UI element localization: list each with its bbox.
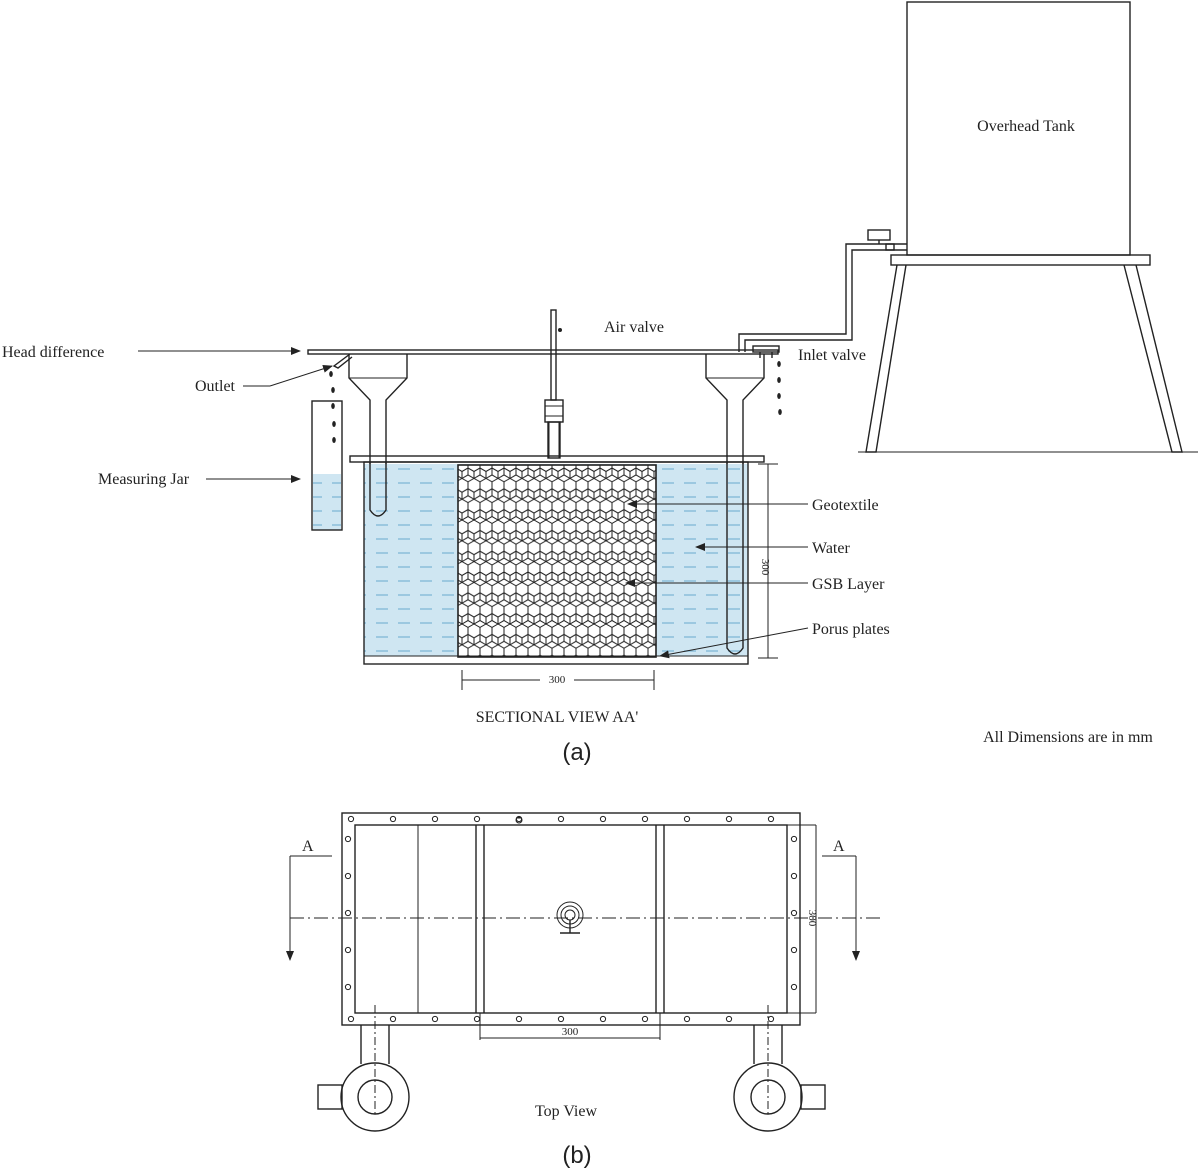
gsb-layer-label: GSB Layer [812,576,885,593]
bolt-holes [344,815,798,1023]
bolt-hole [389,1015,397,1023]
bolt-hole [473,815,481,823]
top-width-dimension [479,1013,661,1040]
bolt-hole [557,815,565,823]
bolt-hole [473,1015,481,1023]
bolt-hole [683,1015,691,1023]
test-box [349,422,765,665]
bolt-hole [767,815,775,823]
section-a-left: A [302,838,314,855]
geotextile-label: Geotextile [812,497,879,514]
bolt-hole [599,815,607,823]
section-height-value: 300 [759,559,771,576]
bolt-hole [347,815,355,823]
inlet-valve [752,345,782,415]
bolt-hole [767,1015,775,1023]
overhead-tank [858,1,1198,453]
measuring-jar [311,400,343,531]
bolt-hole [790,909,798,917]
top-marker [515,816,523,824]
air-valve-label: Air valve [604,319,664,336]
bolt-hole [389,815,397,823]
bolt-hole [344,983,352,991]
top-view-box [290,812,880,1026]
bolt-hole [344,909,352,917]
overhead-tank-label: Overhead Tank [977,118,1075,135]
bolt-hole [344,872,352,880]
caption-a: (a) [562,739,591,766]
top-air-valve [556,901,584,934]
bolt-hole [725,815,733,823]
leader-lines [138,347,809,659]
bolt-hole [344,946,352,954]
porus-plates-label: Porus plates [812,621,890,638]
all-dimensions-note: All Dimensions are in mm [983,729,1153,746]
bolt-hole [725,1015,733,1023]
bolt-hole [790,983,798,991]
top-view-title: Top View [535,1103,598,1120]
caption-b: (b) [562,1142,591,1169]
section-height-dimension [758,463,778,659]
head-difference-label: Head difference [2,344,104,361]
section-arrows [286,855,860,961]
bolt-hole [683,815,691,823]
bolt-hole [347,1015,355,1023]
water-label: Water [812,540,850,557]
top-left-funnel [317,1005,410,1132]
top-width-value: 300 [562,1026,579,1038]
bolt-hole [431,1015,439,1023]
head-plate [307,349,779,355]
sectional-view-title: SECTIONAL VIEW AA' [476,709,639,726]
section-width-value: 300 [549,674,566,686]
bolt-hole [344,835,352,843]
measuring-jar-label: Measuring Jar [98,471,190,488]
bolt-hole [790,872,798,880]
top-height-value: 300 [806,910,818,927]
bolt-hole [790,946,798,954]
outlet-label: Outlet [195,378,236,395]
supply-pipe [738,229,907,352]
bolt-hole [790,835,798,843]
bolt-hole [599,1015,607,1023]
bolt-hole [515,1015,523,1023]
top-right-funnel [733,1005,826,1132]
air-valve [544,309,564,459]
bolt-hole [641,815,649,823]
bolt-hole [431,815,439,823]
inlet-valve-label: Inlet valve [798,347,866,364]
bolt-hole [641,1015,649,1023]
bolt-hole [557,1015,565,1023]
section-a-right: A [833,838,845,855]
section-width-dimension [461,670,655,690]
